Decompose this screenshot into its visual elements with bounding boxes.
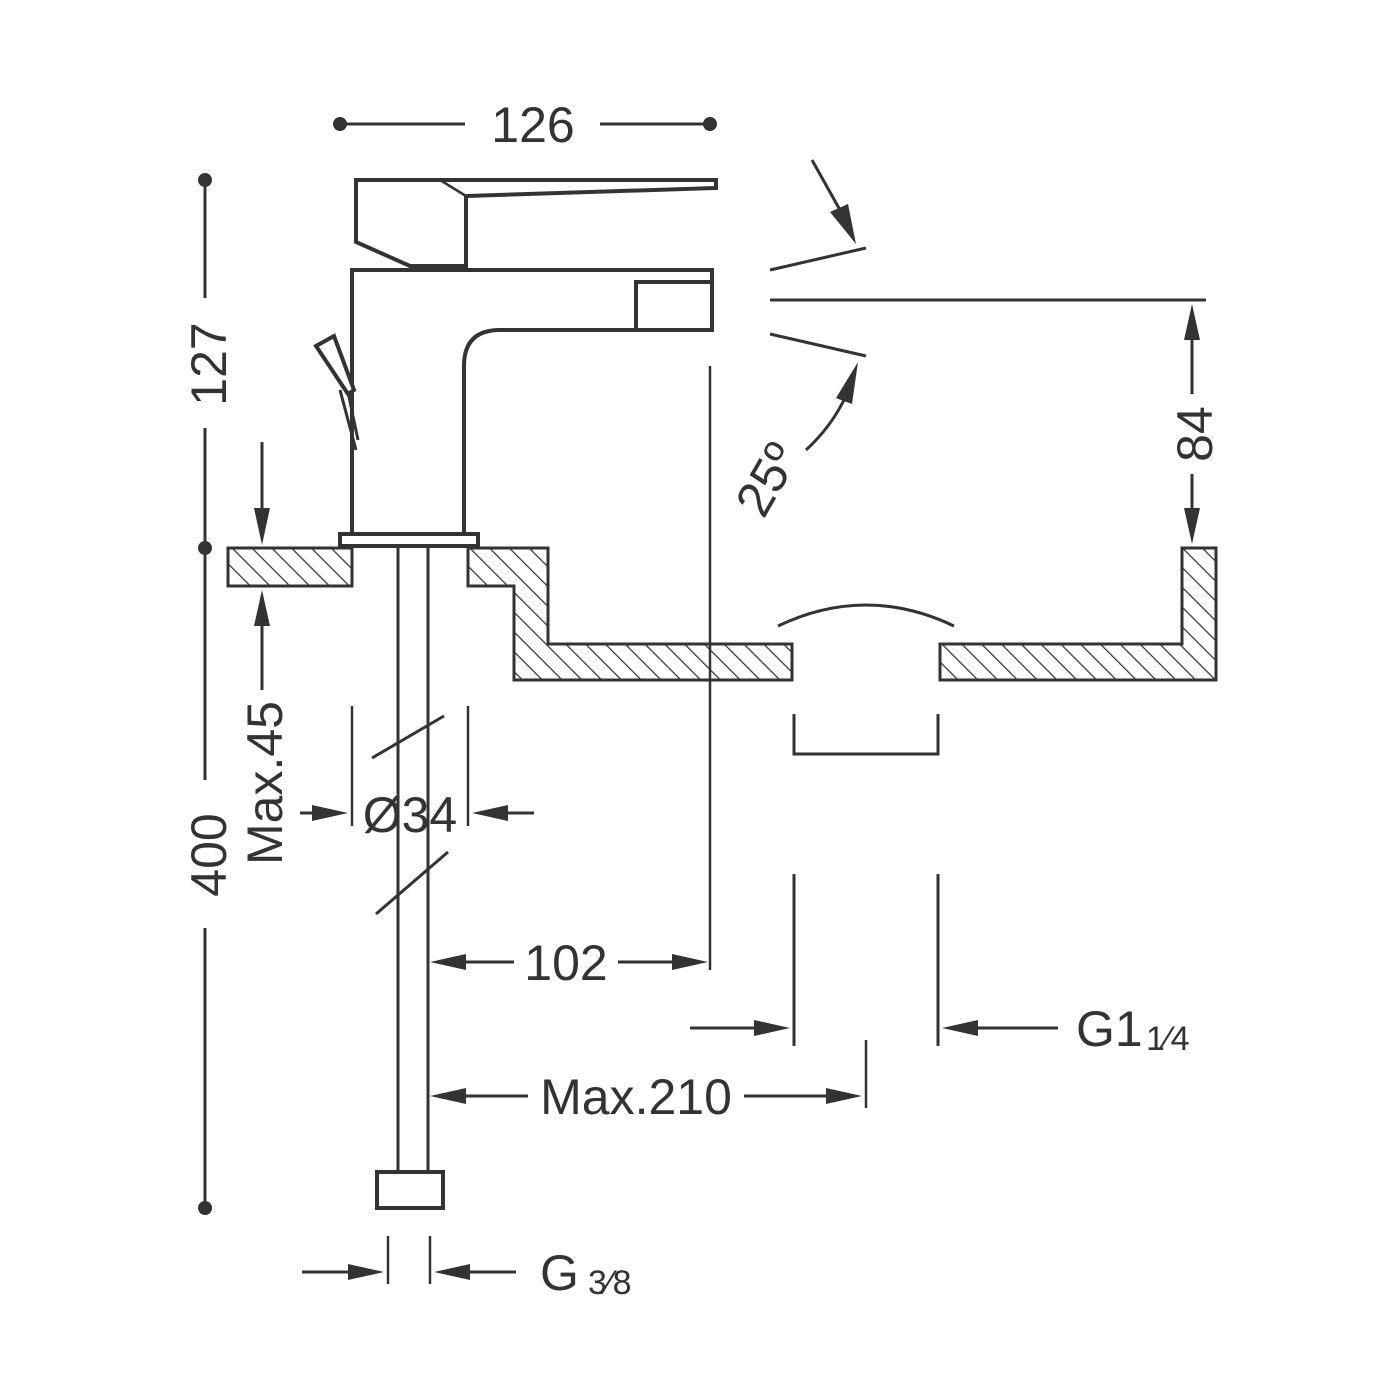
- dim-400-label: 400: [181, 813, 237, 896]
- dimension-drain-thread: G1 1⁄4: [690, 1001, 1190, 1058]
- dim-g38-main: G: [540, 1245, 579, 1301]
- dim-g114-frac: 1⁄4: [1146, 1020, 1190, 1058]
- dimension-reach: 102: [430, 366, 712, 991]
- popup-rod: [313, 333, 360, 451]
- dimension-diameter: Ø34: [300, 706, 534, 843]
- dim-max45-label: Max.45: [237, 701, 293, 865]
- dim-126-label: 126: [491, 97, 574, 153]
- dim-g114-main: G1: [1076, 1001, 1143, 1057]
- dim-127-label: 127: [181, 322, 237, 405]
- dimension-width-top: 126: [333, 97, 717, 153]
- dim-g38-frac: 3⁄8: [588, 1264, 632, 1302]
- countertop: [226, 546, 1218, 682]
- drain-assembly: [777, 603, 955, 1046]
- dimension-max-reach: Max.210: [430, 1040, 868, 1125]
- dim-max210-label: Max.210: [540, 1069, 732, 1125]
- dim-angle-label: 25º: [725, 434, 810, 526]
- dimension-left-vertical: 127 400: [181, 173, 237, 1215]
- faucet-handle: [354, 178, 718, 268]
- dimension-height-right: 84: [1167, 304, 1223, 544]
- supply-pipe: [371, 548, 449, 1210]
- dim-102-label: 102: [524, 935, 607, 991]
- dimension-supply-thread: G 3⁄8: [302, 1236, 632, 1302]
- dim-diameter-label: Ø34: [363, 787, 458, 843]
- dimension-max-deck: Max.45: [237, 442, 293, 865]
- dim-84-label: 84: [1167, 406, 1223, 462]
- dimension-spray-angle: 25º: [725, 159, 1206, 526]
- faucet-body: [338, 268, 714, 548]
